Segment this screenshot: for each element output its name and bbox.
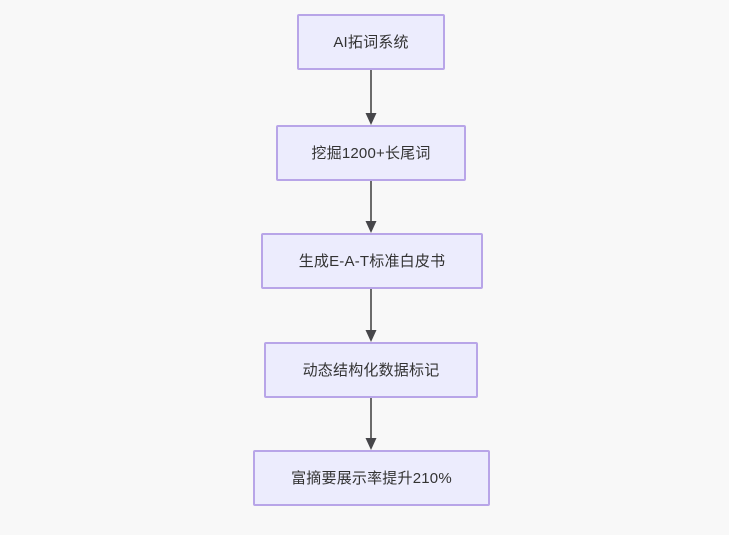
edge-n2-n3: [365, 181, 377, 233]
node-label: 生成E-A-T标准白皮书: [298, 252, 446, 270]
node-label: AI拓词系统: [333, 33, 409, 51]
flowchart-node-dynamic-structured-data-markup[interactable]: 动态结构化数据标记: [264, 342, 478, 398]
flowchart-node-ai-keyword-system[interactable]: AI拓词系统: [297, 14, 445, 70]
node-label: 挖掘1200+长尾词: [311, 144, 431, 162]
edge-n1-n2: [365, 70, 377, 125]
flowchart-node-generate-eat-whitepaper[interactable]: 生成E-A-T标准白皮书: [261, 233, 483, 289]
edge-n3-n4: [365, 289, 377, 342]
flowchart-node-mine-longtail-keywords[interactable]: 挖掘1200+长尾词: [276, 125, 466, 181]
node-label: 富摘要展示率提升210%: [291, 469, 452, 487]
edge-n4-n5: [365, 398, 377, 450]
node-label: 动态结构化数据标记: [302, 361, 440, 379]
flowchart-node-rich-snippet-rate-increase[interactable]: 富摘要展示率提升210%: [253, 450, 490, 506]
